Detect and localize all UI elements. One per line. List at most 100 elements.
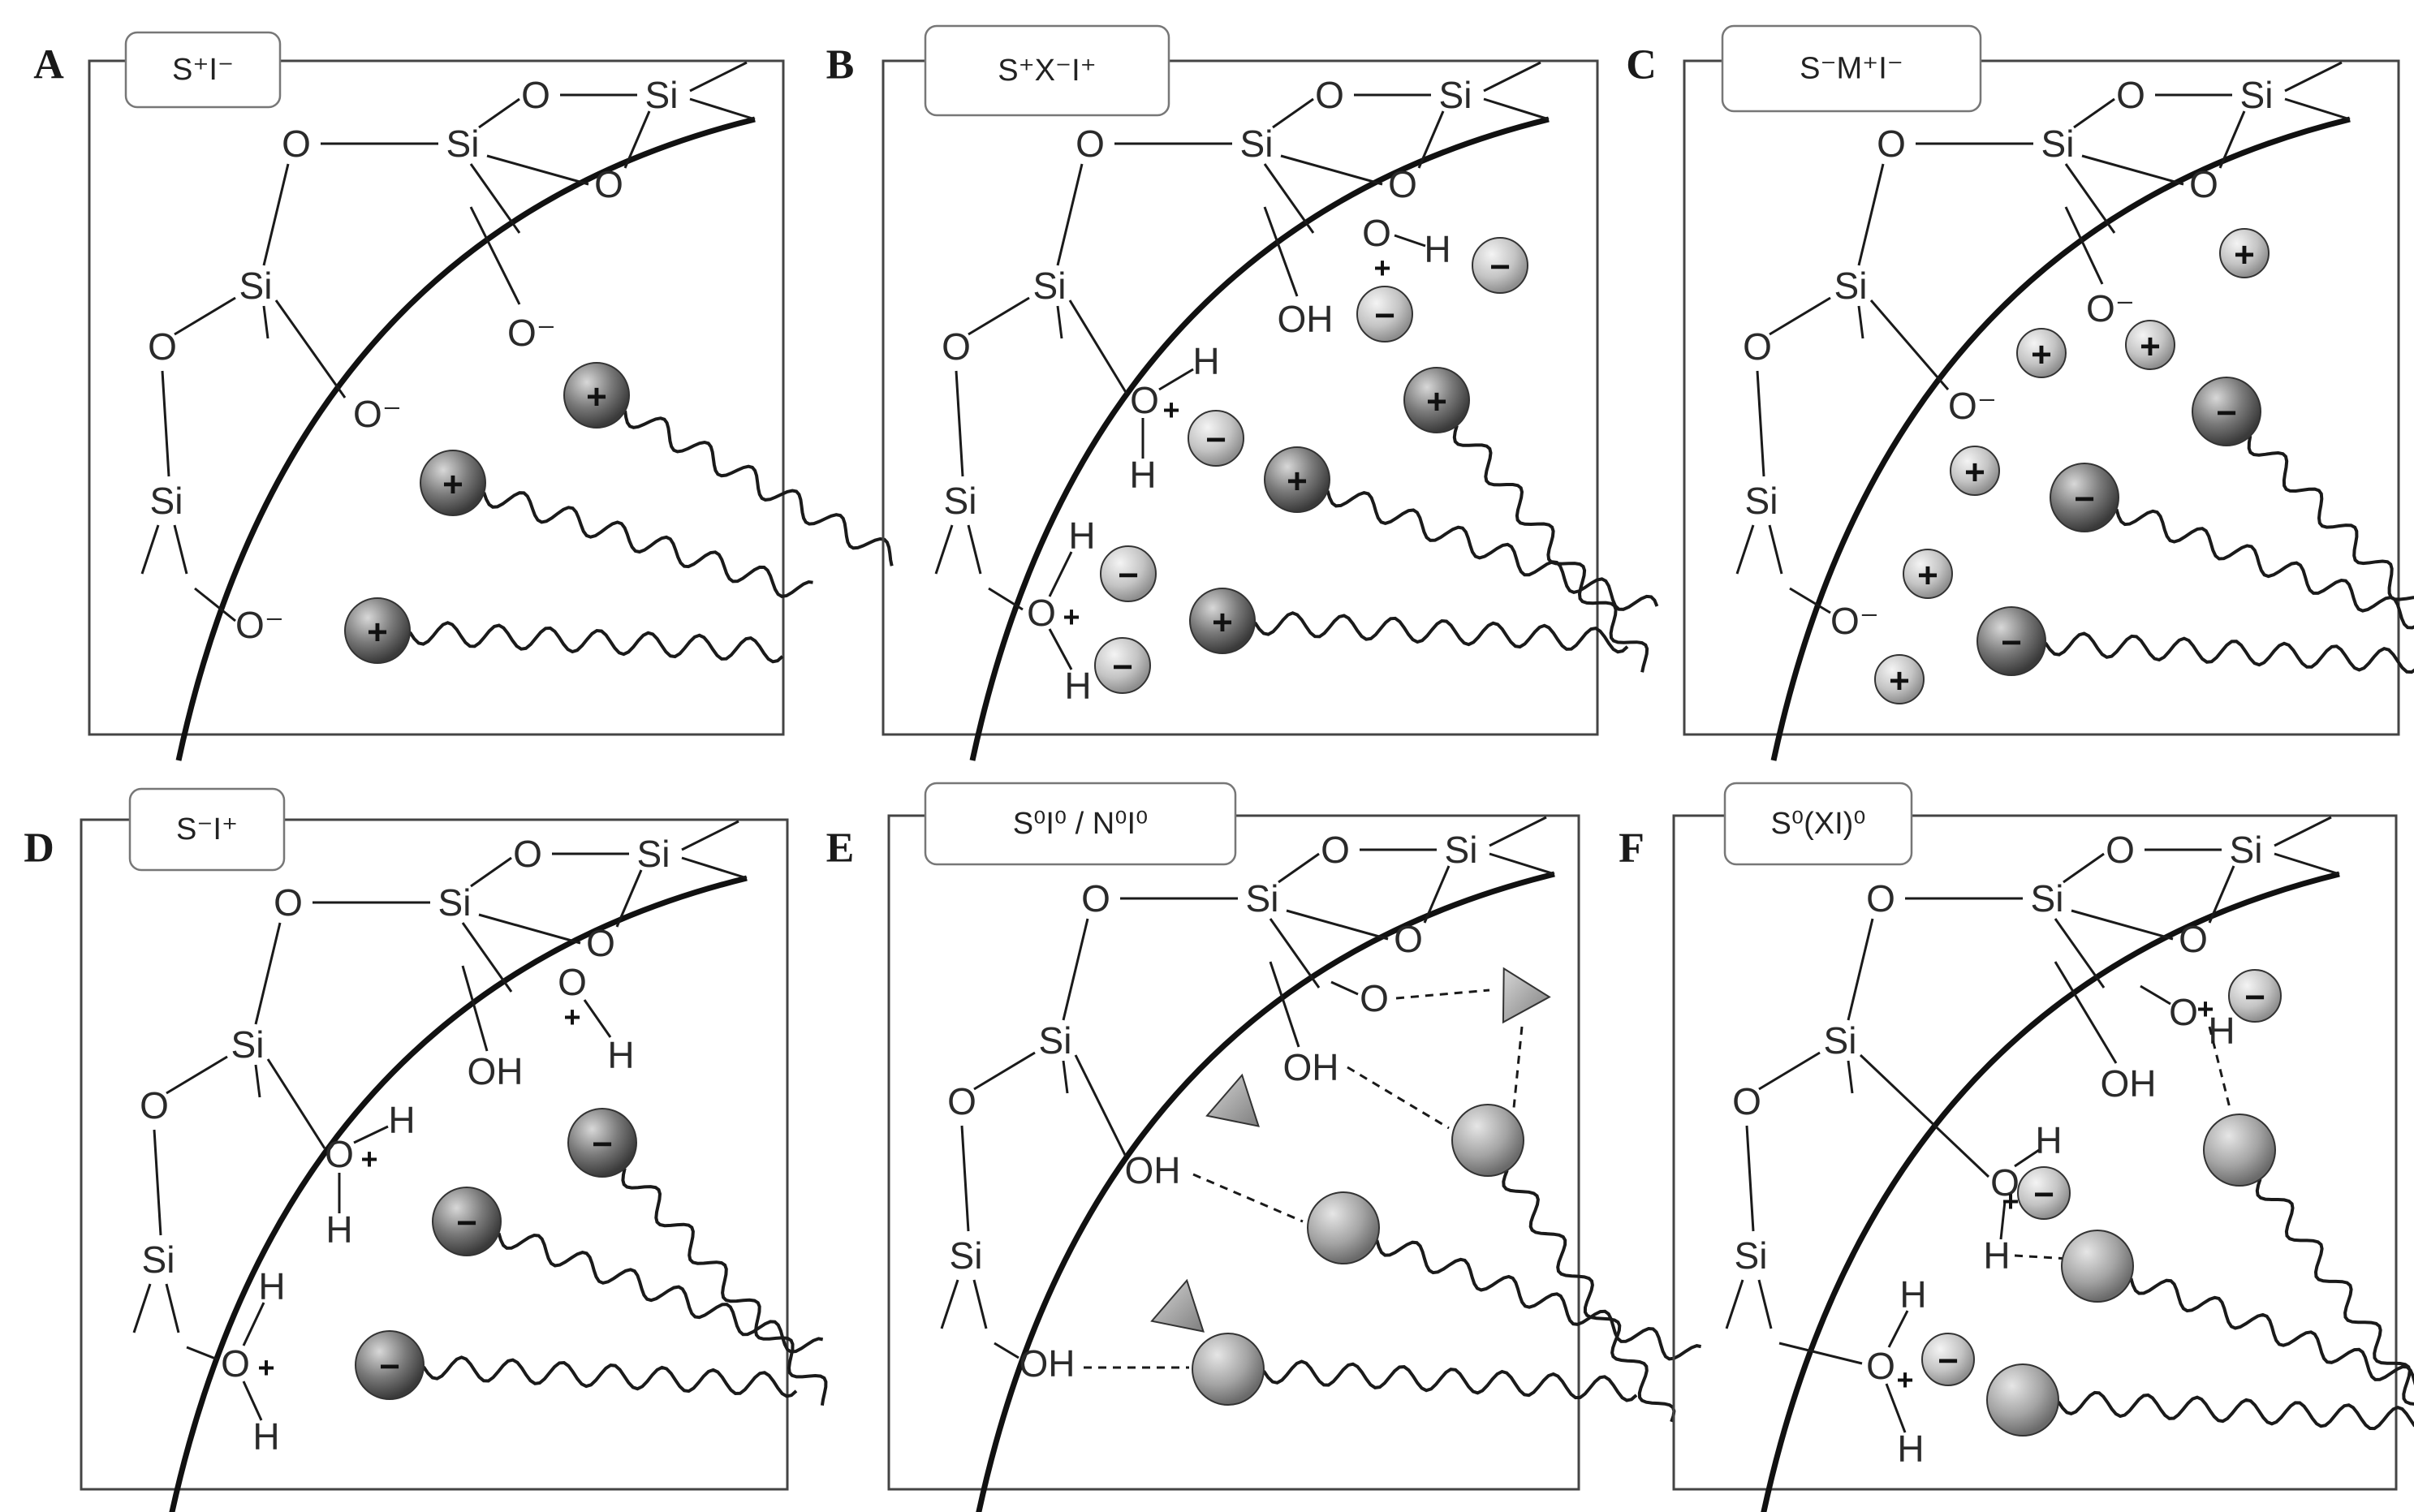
bond-line: [1769, 296, 1831, 336]
bond-line: [1286, 909, 1389, 941]
anionic-surfactant-head-sign: −: [456, 1204, 477, 1243]
plus-charge: +: [1896, 1363, 1913, 1397]
bond-line: [2218, 110, 2246, 169]
mechanism-tag-label: S⁰I⁰ / N⁰I⁰: [1013, 807, 1149, 841]
oxygen-atom: O: [282, 123, 311, 165]
bond-line: [940, 1279, 959, 1329]
bond-line: [967, 524, 982, 575]
counter-anion: −: [1094, 637, 1151, 694]
hydrogen-atom: H: [1899, 1273, 1926, 1316]
mechanism-tag-label: S⁻M⁺I⁻: [1800, 52, 1903, 86]
plus-charge: +: [1063, 601, 1080, 634]
bond-line: [934, 524, 954, 575]
bond-line: [1725, 1279, 1744, 1329]
oxygen-atom: O: [947, 1080, 976, 1122]
oxygen-atom: O: [942, 325, 971, 368]
metal-cation: +: [1874, 654, 1925, 704]
panel-frame: [882, 59, 1599, 736]
mechanism-tag: S⁰(XI)⁰: [1723, 782, 1913, 866]
bond-line: [960, 1125, 970, 1232]
bond-line: [2274, 816, 2332, 847]
panel-letter: B: [826, 42, 855, 88]
hydrogen-atom: H: [607, 1034, 634, 1076]
pore-wall-curve: [1761, 871, 2340, 1512]
bond-line: [469, 163, 521, 234]
anionic-surfactant-head: −: [432, 1187, 502, 1256]
bond-line: [470, 856, 512, 888]
bond-line: [689, 97, 756, 121]
cationic-surfactant-head: +: [1189, 588, 1256, 654]
bond-line: [1768, 524, 1783, 575]
bond-line: [1068, 299, 1128, 394]
counter-anion-sign: −: [1112, 648, 1133, 687]
bond-line: [461, 922, 513, 993]
counter-anion-sign: −: [2033, 1175, 2054, 1215]
bond-line: [955, 370, 964, 477]
bond-line: [988, 587, 1024, 611]
cationic-surfactant-head: +: [1403, 367, 1470, 433]
hydrogen-bond: [1347, 1066, 1450, 1130]
oxygen-atom: O: [148, 325, 177, 368]
cationic-surfactant-tail: [1326, 490, 1659, 611]
anionic-surfactant-head-sign: −: [2074, 480, 2095, 519]
oxygen-atom: O: [1388, 163, 1417, 205]
panel-frame: [1683, 59, 2400, 736]
bond-line: [2054, 961, 2118, 1064]
bond-line: [165, 1283, 180, 1333]
counter-anion: −: [1472, 237, 1528, 294]
bond-line: [1869, 299, 1950, 390]
oxygen-atom: O: [1081, 877, 1110, 920]
silicon-atom: Si: [239, 265, 273, 307]
oxygen-atom: O: [1360, 977, 1389, 1019]
bond-line: [1062, 918, 1089, 1021]
bond-line: [1048, 551, 1073, 597]
counter-anion-sign: −: [2244, 978, 2265, 1018]
plus-charge: +: [2196, 993, 2214, 1026]
o-minus-label: O⁻: [1830, 600, 1879, 642]
silicon-atom: Si: [1039, 1019, 1072, 1062]
bond-line: [2073, 97, 2115, 129]
oxygen-atom: O: [140, 1084, 169, 1126]
hydrogen-atom: H: [1064, 665, 1091, 707]
bond-line: [681, 820, 739, 851]
bond-line: [173, 524, 188, 575]
mechanism-tag: S⁻M⁺I⁻: [1721, 24, 1982, 113]
panel-letter: A: [33, 42, 64, 88]
anionic-surfactant-tail: [2044, 631, 2414, 674]
neutral-surfactant-tail: [1262, 1359, 1638, 1402]
oxygen-atom: O: [2179, 918, 2208, 960]
neutral-surfactant-tail: [2129, 1277, 2414, 1386]
bond-line: [1483, 97, 1550, 121]
silicon-atom: Si: [438, 881, 472, 924]
counter-anion-sign: −: [1489, 248, 1511, 287]
anionic-surfactant-head-sign: −: [592, 1125, 613, 1165]
bond-line: [174, 296, 236, 336]
anionic-surfactant-tail: [2247, 435, 2414, 601]
bond-line: [140, 524, 160, 575]
o-minus-label: O⁻: [2086, 287, 2135, 330]
silicon-atom: Si: [2240, 74, 2274, 116]
counter-anion-sign: −: [1374, 296, 1395, 336]
hydrogen-atom: H: [1192, 340, 1219, 382]
bond-line: [1074, 1054, 1127, 1157]
cationic-surfactant-head: +: [563, 362, 630, 429]
pore-wall-curve: [969, 116, 1550, 761]
anionic-surfactant-tail: [497, 1232, 824, 1354]
cationic-surfactant-head: +: [1264, 446, 1330, 513]
bond-line: [262, 305, 269, 339]
hydrogen-bond: [1192, 1173, 1304, 1223]
cationic-surfactant-tail: [482, 491, 813, 598]
silicon-atom: Si: [645, 74, 679, 116]
bond-line: [262, 163, 290, 266]
metal-cation: +: [2219, 228, 2270, 278]
cationic-surfactant-tail: [623, 410, 894, 566]
panel-letter: F: [1619, 825, 1645, 872]
bond-line: [994, 1342, 1019, 1359]
bond-line: [1056, 305, 1063, 339]
cationic-surfactant-head: +: [344, 597, 411, 664]
neutral-surfactant-head: [2203, 1114, 2276, 1187]
anionic-surfactant-head-sign: −: [2001, 623, 2022, 663]
hydroxyl-label: OH: [2101, 1062, 2157, 1105]
bond-line: [1857, 163, 1885, 266]
